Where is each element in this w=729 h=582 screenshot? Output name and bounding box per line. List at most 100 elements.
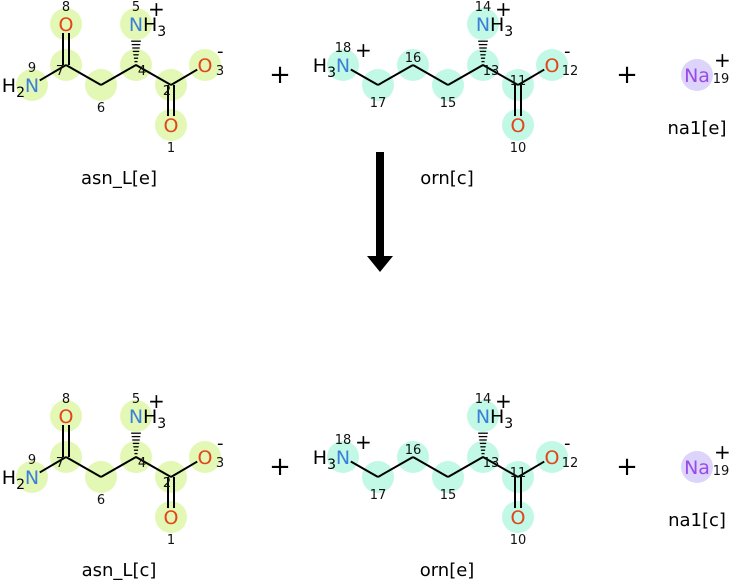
hydrogen-prefix: H3 bbox=[313, 447, 336, 473]
bond bbox=[482, 456, 519, 478]
atom-2: 2 bbox=[163, 476, 171, 491]
bond bbox=[377, 64, 414, 86]
atom-number: 3 bbox=[216, 456, 224, 471]
atom-highlight bbox=[16, 461, 48, 493]
atom-10: O10 bbox=[510, 507, 527, 548]
bond bbox=[170, 68, 198, 86]
atom-number: 16 bbox=[405, 443, 422, 458]
atom-number: 15 bbox=[440, 96, 457, 111]
atom-number: 17 bbox=[370, 488, 387, 503]
atom-4: 4 bbox=[138, 456, 146, 471]
atom-number: 11 bbox=[510, 466, 527, 481]
atom-number: 19 bbox=[713, 72, 729, 87]
atom-3: O-3 bbox=[198, 433, 225, 471]
bond bbox=[39, 456, 67, 474]
atom-13: 13 bbox=[483, 456, 500, 471]
atom-1: O1 bbox=[164, 507, 179, 548]
charge: + bbox=[495, 0, 512, 21]
atom-15: 15 bbox=[440, 488, 457, 503]
atom-symbol: O bbox=[511, 115, 526, 137]
atom-12: O-12 bbox=[545, 41, 579, 79]
atom-18: NH3 +18 bbox=[313, 38, 372, 81]
atom-number: 11 bbox=[510, 74, 527, 89]
atom-symbol: O bbox=[164, 507, 179, 529]
bond bbox=[517, 68, 545, 86]
hydrogen-prefix: H3 bbox=[313, 55, 336, 81]
atom-highlight bbox=[50, 8, 82, 40]
atom-19: Na+19 bbox=[684, 48, 729, 87]
atom-number: 13 bbox=[483, 456, 500, 471]
atom-symbol: Na bbox=[684, 65, 710, 87]
atom-number: 2 bbox=[163, 476, 171, 491]
atom-highlight bbox=[120, 400, 152, 432]
bond bbox=[447, 64, 484, 86]
atom-number: 18 bbox=[335, 41, 352, 56]
hydrogen-suffix: H3 bbox=[490, 406, 513, 432]
atom-highlight bbox=[16, 69, 48, 101]
atom-16: 16 bbox=[405, 51, 422, 66]
atom-number: 6 bbox=[97, 101, 105, 116]
bond bbox=[65, 456, 102, 478]
atom-number: 12 bbox=[562, 456, 579, 471]
charge: + bbox=[714, 48, 729, 72]
hydrogen-prefix: H2 bbox=[2, 467, 25, 493]
atom-symbol: N bbox=[336, 447, 350, 469]
atom-19: Na+19 bbox=[684, 440, 729, 479]
plus-sign: + bbox=[616, 60, 638, 90]
atom-number: 10 bbox=[510, 141, 527, 156]
atom-highlight bbox=[681, 59, 713, 91]
plus-sign: + bbox=[269, 452, 291, 482]
atom-highlight bbox=[155, 109, 187, 141]
atom-highlight bbox=[189, 441, 221, 473]
hydrogen-suffix: H3 bbox=[490, 14, 513, 40]
atom-number: 14 bbox=[475, 0, 492, 15]
atom-number: 15 bbox=[440, 488, 457, 503]
hashed-wedge-bond bbox=[131, 432, 141, 458]
hashed-wedge-bond bbox=[131, 40, 141, 66]
atom-highlight bbox=[467, 8, 499, 40]
bond bbox=[135, 456, 172, 478]
atom-highlight bbox=[502, 109, 534, 141]
atom-symbol: O bbox=[545, 447, 560, 469]
atom-highlight bbox=[120, 8, 152, 40]
bond bbox=[170, 460, 198, 478]
atom-highlight bbox=[502, 501, 534, 533]
atom-symbol: N bbox=[476, 14, 490, 36]
atom-number: 19 bbox=[713, 464, 729, 479]
bond bbox=[412, 456, 449, 478]
atom-number: 2 bbox=[163, 84, 171, 99]
atom-number: 5 bbox=[132, 392, 140, 407]
atom-number: 9 bbox=[28, 61, 36, 76]
metabolite-name: na1[c] bbox=[668, 510, 726, 531]
metabolite-name: asn_L[c] bbox=[82, 560, 157, 581]
charge: + bbox=[148, 0, 165, 21]
atom-number: 9 bbox=[28, 453, 36, 468]
atom-symbol: N bbox=[25, 467, 39, 489]
atom-number: 8 bbox=[62, 392, 70, 407]
atom-symbol: O bbox=[59, 406, 74, 428]
atom-symbol: N bbox=[25, 75, 39, 97]
charge: + bbox=[148, 389, 165, 413]
bond bbox=[447, 456, 484, 478]
atom-number: 6 bbox=[97, 493, 105, 508]
atom-highlight bbox=[681, 451, 713, 483]
hydrogen-prefix: H2 bbox=[2, 75, 25, 101]
atom-number: 5 bbox=[132, 0, 140, 15]
atom-symbol: O bbox=[511, 507, 526, 529]
atom-number: 18 bbox=[335, 433, 352, 448]
atom-17: 17 bbox=[370, 488, 387, 503]
atom-symbol: N bbox=[129, 14, 143, 36]
metabolite-name: asn_L[e] bbox=[81, 168, 157, 189]
charge: + bbox=[355, 38, 372, 62]
atom-number: 4 bbox=[138, 456, 146, 471]
plus-sign: + bbox=[269, 60, 291, 90]
bond bbox=[39, 64, 67, 82]
atom-number: 4 bbox=[138, 64, 146, 79]
charge: - bbox=[217, 41, 224, 62]
atom-symbol: N bbox=[336, 55, 350, 77]
